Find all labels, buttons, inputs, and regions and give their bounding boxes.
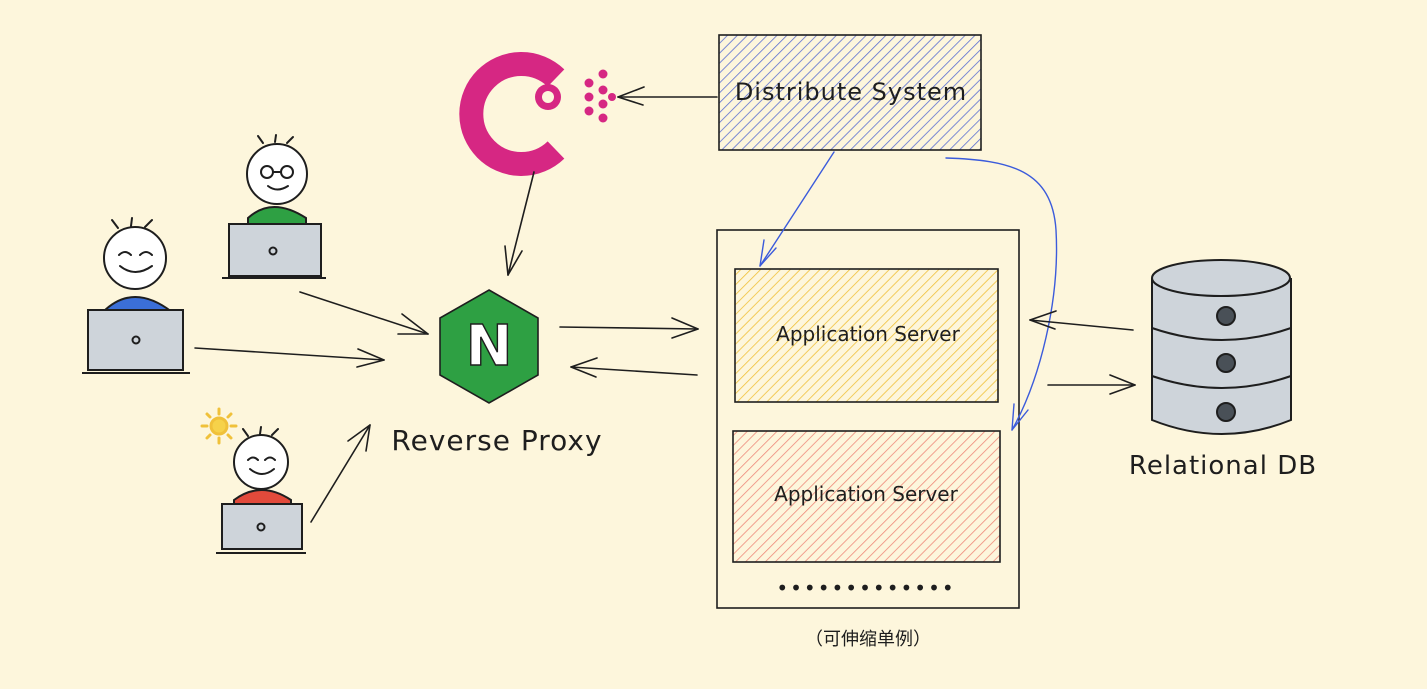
app-server-1-label: Application Server: [776, 322, 960, 346]
arrow-consul-to-proxy: [504, 171, 535, 276]
relational-db-label: Relational DB: [1129, 451, 1317, 481]
arrow-users-to-proxy: [194, 291, 429, 523]
arrow-proxy-to-apps: [559, 317, 699, 339]
more-instances-ellipsis: •••••••••••••: [776, 576, 955, 600]
distribute-system-label: Distribute System: [735, 78, 967, 106]
user-blue-avatar: [102, 217, 173, 321]
app-group-caption: （可伸缩单例）: [805, 629, 931, 650]
app-server-1-node: Application Server: [734, 268, 999, 403]
laptop-blue-icon: [82, 309, 190, 374]
arrow-apps-to-proxy: [570, 357, 698, 378]
app-server-group: Application Server Application Server ••…: [716, 229, 1020, 609]
database-icon: [1151, 259, 1292, 435]
consul-logo-icon: [459, 52, 616, 176]
distribute-system-node: Distribute System: [718, 34, 982, 151]
sun-icon: [200, 407, 238, 445]
reverse-proxy-label: Reverse Proxy: [391, 424, 602, 457]
arrow-distribute-to-app2: [945, 157, 1058, 431]
laptop-red-icon: [216, 503, 306, 554]
laptop-green-icon: [222, 223, 326, 279]
nginx-logo-letter: N: [466, 314, 513, 379]
arrow-distribute-to-app1: [759, 151, 835, 267]
arrow-distribute-to-consul: [617, 86, 718, 106]
app-server-2-node: Application Server: [732, 430, 1001, 563]
user-green-avatar: [246, 134, 308, 227]
arrow-db-to-apps: [1029, 310, 1134, 331]
nginx-logo-icon: N: [439, 289, 539, 404]
user-red-avatar: [233, 426, 292, 509]
app-server-2-label: Application Server: [774, 482, 958, 506]
arrow-apps-to-db: [1047, 374, 1136, 395]
